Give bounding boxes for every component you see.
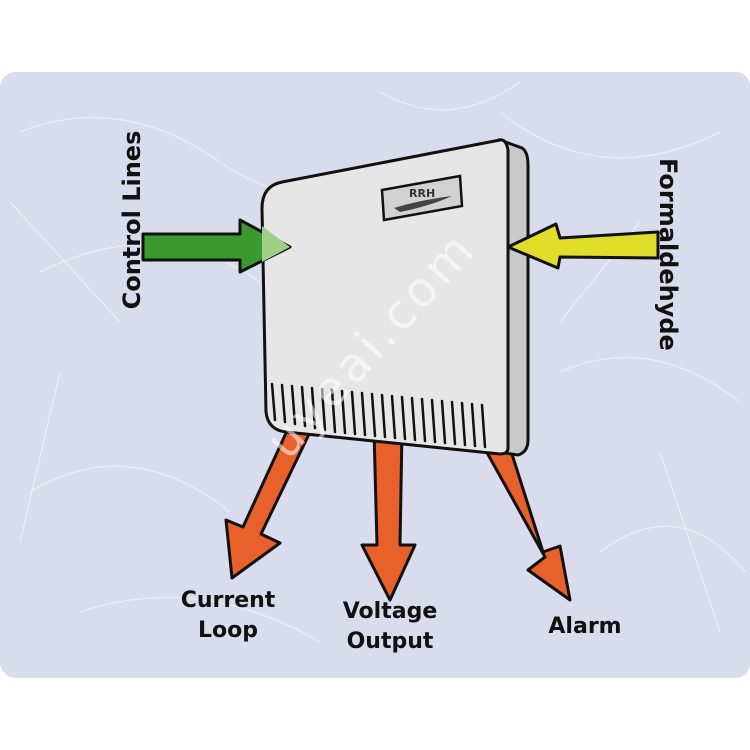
arrow-formaldehyde (506, 222, 660, 270)
arrow-current-loop (224, 418, 314, 580)
device-body: RRH (260, 137, 530, 457)
background-texture (9, 81, 746, 643)
diagram-panel: RRH uyeai.com Control Lines Formaldehyde… (0, 72, 750, 678)
label-current-loop: Current Loop (168, 586, 288, 646)
arrow-voltage-output (360, 428, 417, 602)
logo-swoosh (394, 196, 452, 212)
label-alarm: Alarm (548, 614, 622, 639)
label-control-lines: Control Lines (118, 130, 146, 310)
device-logo-text: RRH (409, 187, 435, 200)
label-current-loop-line1: Current (180, 588, 276, 613)
label-voltage-output: Voltage Output (330, 597, 450, 657)
label-formaldehyde: Formaldehyde (654, 158, 682, 351)
sensor-diagram: RRH (141, 137, 660, 602)
arrow-alarm (478, 430, 572, 602)
label-voltage-output-line1: Voltage (342, 599, 438, 624)
label-current-loop-line2: Loop (198, 618, 258, 643)
arrow-control-lines (141, 218, 292, 274)
label-voltage-output-line2: Output (346, 629, 434, 654)
